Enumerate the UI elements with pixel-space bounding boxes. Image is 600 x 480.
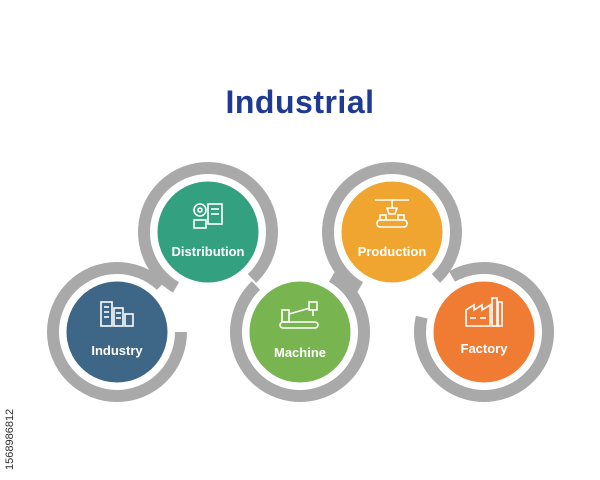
node-distribution: Distribution [154,178,262,286]
node-label: Production [358,244,427,259]
node-circle [154,178,262,286]
factory-icon [465,297,503,327]
robotic-arm-conveyor-icon [279,301,319,329]
ring-factory [414,262,554,402]
ring-production [321,162,462,302]
node-label: Industry [91,343,143,358]
ring-distribution [137,162,278,302]
node-label: Machine [274,345,326,360]
assembly-line-icon [375,199,409,228]
gears-machine-icon [193,203,223,229]
node-circle [338,178,446,286]
vertical-id-text: 1568986812 [4,300,18,470]
node-circle [246,278,354,386]
node-factory: Factory [430,278,538,386]
node-machine: Machine [246,278,354,386]
node-circle [63,278,171,386]
node-industry: Industry [63,278,171,386]
node-production: Production [338,178,446,286]
node-circle [430,278,538,386]
image-id-number: 1568986812 [4,408,16,470]
city-buildings-icon [100,301,134,327]
node-label: Factory [461,341,509,356]
ring-machine [230,262,370,402]
ring-industry [47,262,187,402]
node-label: Distribution [172,244,245,259]
diagram-title: Industrial [225,84,375,120]
